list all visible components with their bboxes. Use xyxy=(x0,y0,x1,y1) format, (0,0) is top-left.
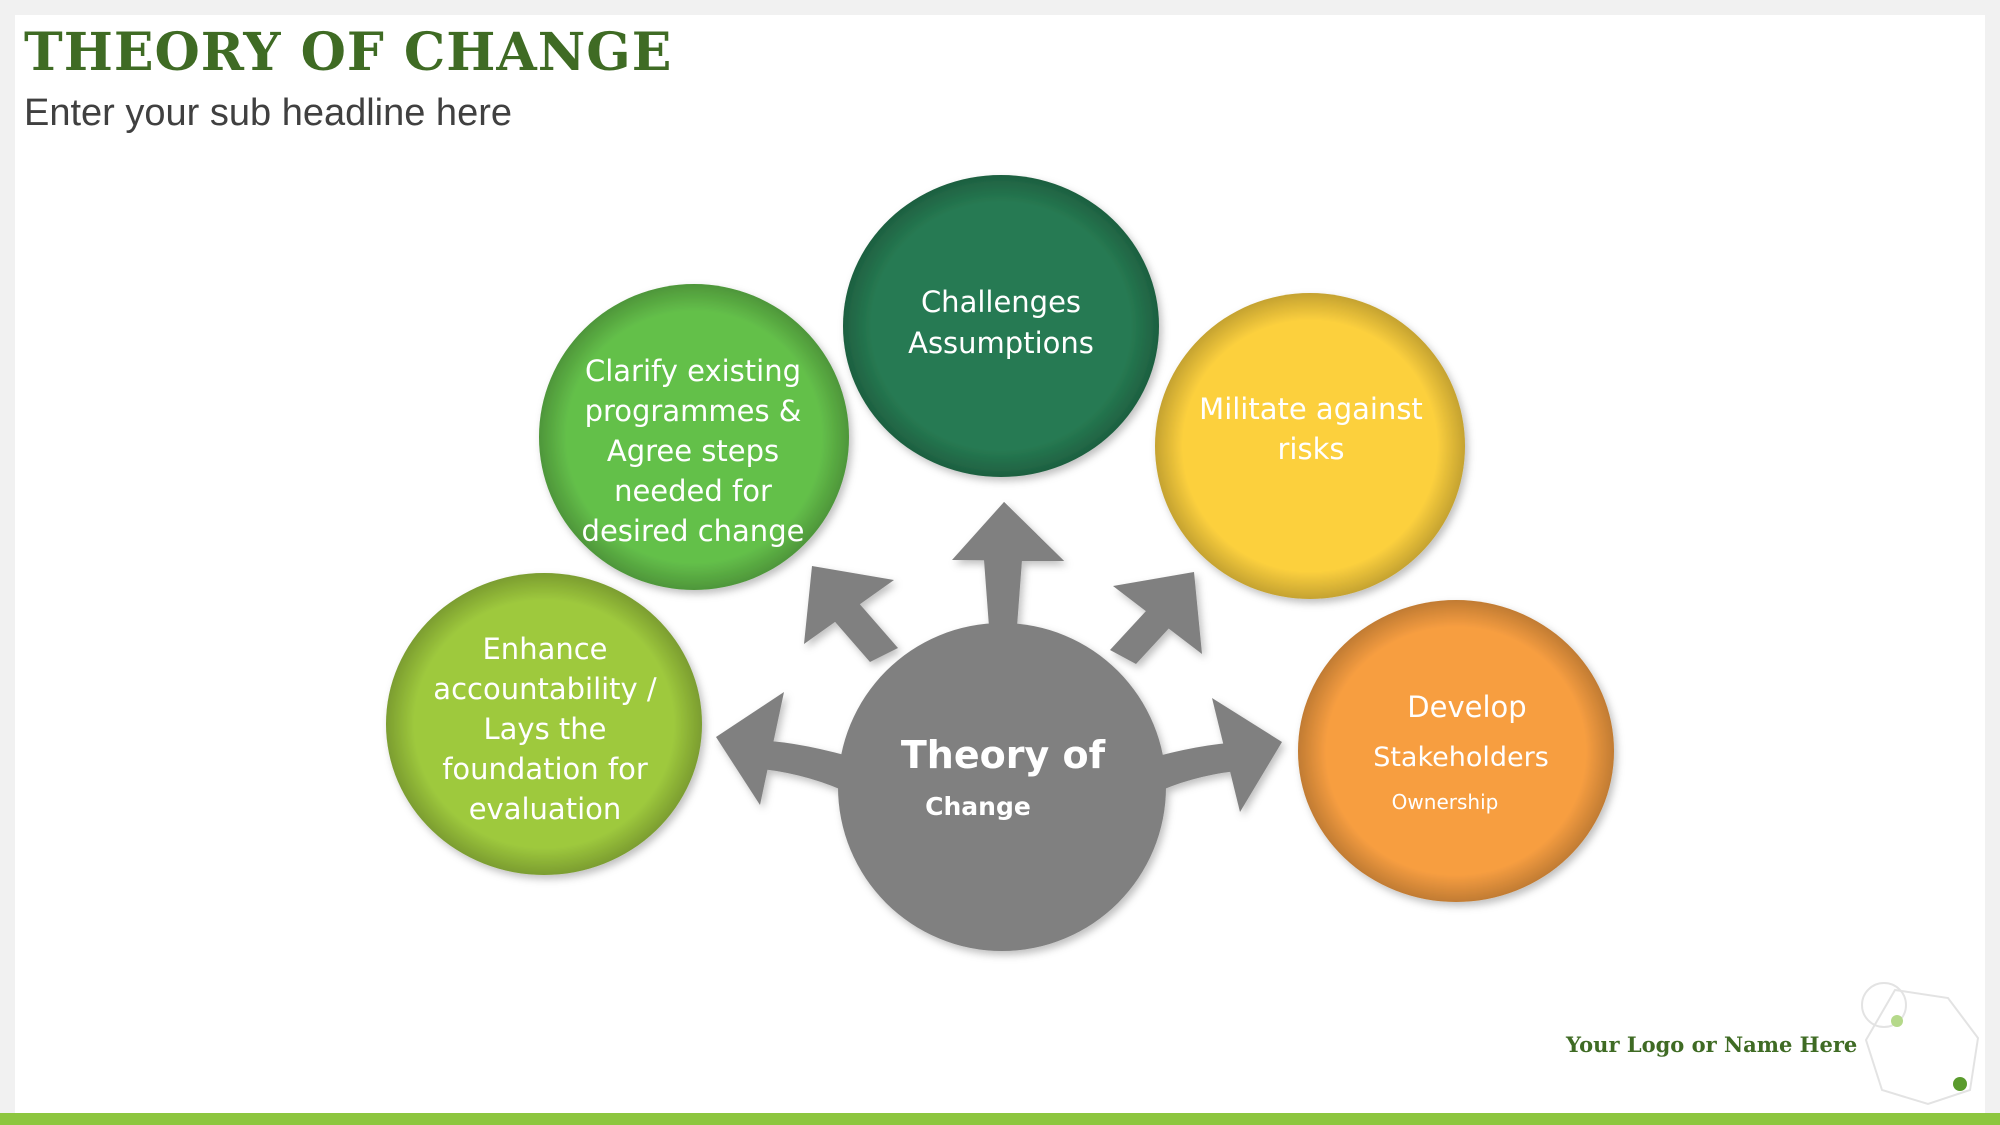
circle-clarify xyxy=(539,284,849,590)
develop-line-3: Ownership xyxy=(1392,790,1499,814)
center-subtitle: Change xyxy=(925,792,1031,821)
enhance-line-3: Lays the xyxy=(483,712,606,746)
page-subtitle: Enter your sub headline here xyxy=(24,92,512,134)
logo-decoration-icon xyxy=(1861,982,1980,1106)
circle-develop xyxy=(1298,600,1614,902)
center-title: Theory of xyxy=(901,733,1106,777)
develop-line-1: Develop xyxy=(1407,690,1526,724)
center-hub xyxy=(716,502,1282,951)
militate-line-1: Militate against xyxy=(1199,392,1423,426)
militate-line-2: risks xyxy=(1278,432,1345,466)
circle-militate xyxy=(1155,293,1465,599)
hub-circle xyxy=(838,623,1166,951)
arrow-upper-left-icon xyxy=(804,566,898,662)
clarify-line-3: Agree steps xyxy=(607,434,779,468)
arrow-left-icon xyxy=(716,692,848,805)
page-title: THEORY OF CHANGE xyxy=(24,22,673,83)
footer-logo-text: Your Logo or Name Here xyxy=(1566,1032,1858,1057)
enhance-line-2: accountability / xyxy=(433,672,657,706)
clarify-line-1: Clarify existing xyxy=(585,354,801,388)
clarify-line-5: desired change xyxy=(582,514,805,548)
challenges-line-2: Assumptions xyxy=(908,326,1094,360)
circle-enhance xyxy=(386,573,702,875)
enhance-line-5: evaluation xyxy=(469,792,622,826)
circle-challenges xyxy=(843,175,1159,477)
arrow-upper-right-icon xyxy=(1110,572,1202,664)
arrow-up-icon xyxy=(952,502,1064,640)
enhance-line-4: foundation for xyxy=(442,752,648,786)
clarify-line-2: programmes & xyxy=(585,394,802,428)
arrow-right-icon xyxy=(1158,698,1282,812)
clarify-line-4: needed for xyxy=(614,474,772,508)
enhance-line-1: Enhance xyxy=(482,632,607,666)
bottom-accent-bar xyxy=(0,1113,2000,1125)
challenges-line-1: Challenges xyxy=(921,285,1081,319)
develop-line-2: Stakeholders xyxy=(1373,742,1549,773)
